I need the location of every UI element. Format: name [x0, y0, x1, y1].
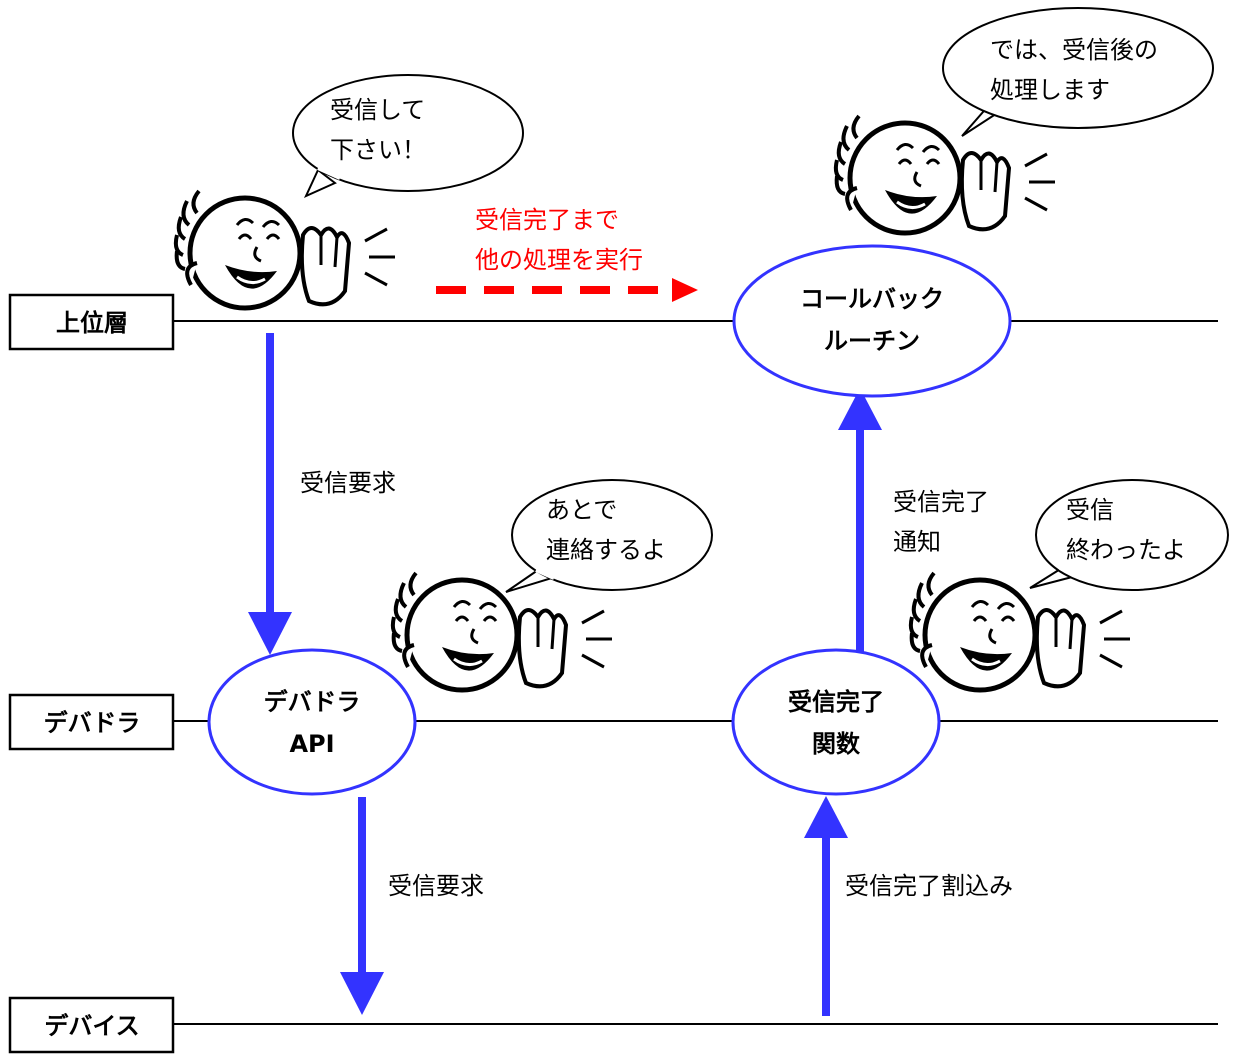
- speech-driver-line2: 連絡するよ: [546, 536, 666, 564]
- speech-complete-line2: 終わったよ: [1066, 536, 1186, 564]
- node-rx-complete-line2: 関数: [812, 730, 861, 758]
- label-notify-line1: 受信完了: [893, 488, 989, 516]
- speech-bubble-upper: 受信して 下さい！: [292, 74, 524, 199]
- arrow-interrupt: [804, 796, 848, 1016]
- layer-box-upper: 上位層: [8, 293, 175, 351]
- speech-upper-line2: 下さい！: [330, 136, 426, 164]
- label-interrupt: 受信完了割込み: [845, 872, 1013, 900]
- speech-bubble-callback: では、受信後の 処理します: [942, 7, 1214, 137]
- node-driver-api-line2: API: [289, 730, 334, 758]
- layer-box-driver: デバドラ: [8, 693, 175, 751]
- speech-complete-line1: 受信: [1066, 496, 1114, 524]
- speech-bubble-driver: あとで 連絡するよ: [505, 479, 713, 593]
- arrow-request-lower: [340, 797, 384, 1015]
- arrow-notify: [838, 388, 882, 652]
- node-callback-line2: ルーチン: [824, 327, 920, 355]
- layer-label-upper: 上位層: [56, 309, 128, 337]
- layer-label-device: デバイス: [44, 1012, 139, 1040]
- node-driver-api-line1: デバドラ: [264, 688, 361, 716]
- node-rx-complete-func: 受信完了 関数: [731, 648, 941, 796]
- arrow-request-upper: [248, 333, 292, 655]
- layer-label-driver: デバドラ: [44, 709, 141, 737]
- character-complete-icon: [911, 573, 1130, 690]
- node-driver-api: デバドラ API: [207, 648, 417, 796]
- label-other-work-line2: 他の処理を実行: [475, 246, 643, 274]
- label-request-upper: 受信要求: [300, 469, 396, 497]
- speech-upper-line1: 受信して: [330, 96, 425, 124]
- label-other-work-line1: 受信完了まで: [475, 206, 619, 234]
- speech-callback-line1: では、受信後の: [990, 36, 1158, 64]
- label-request-lower: 受信要求: [388, 872, 484, 900]
- label-notify-line2: 通知: [893, 528, 941, 556]
- node-callback: コールバック ルーチン: [732, 244, 1012, 398]
- speech-driver-line1: あとで: [546, 496, 617, 524]
- character-driver-icon: [393, 573, 612, 690]
- character-callback-icon: [836, 116, 1055, 233]
- layer-box-device: デバイス: [8, 996, 175, 1054]
- speech-bubble-complete: 受信 終わったよ: [1029, 479, 1229, 591]
- character-upper-icon: [176, 191, 395, 308]
- speech-callback-line2: 処理します: [990, 76, 1110, 104]
- node-callback-line1: コールバック: [800, 285, 944, 313]
- dashed-arrow-other-work: [436, 278, 698, 302]
- node-rx-complete-line1: 受信完了: [788, 688, 884, 716]
